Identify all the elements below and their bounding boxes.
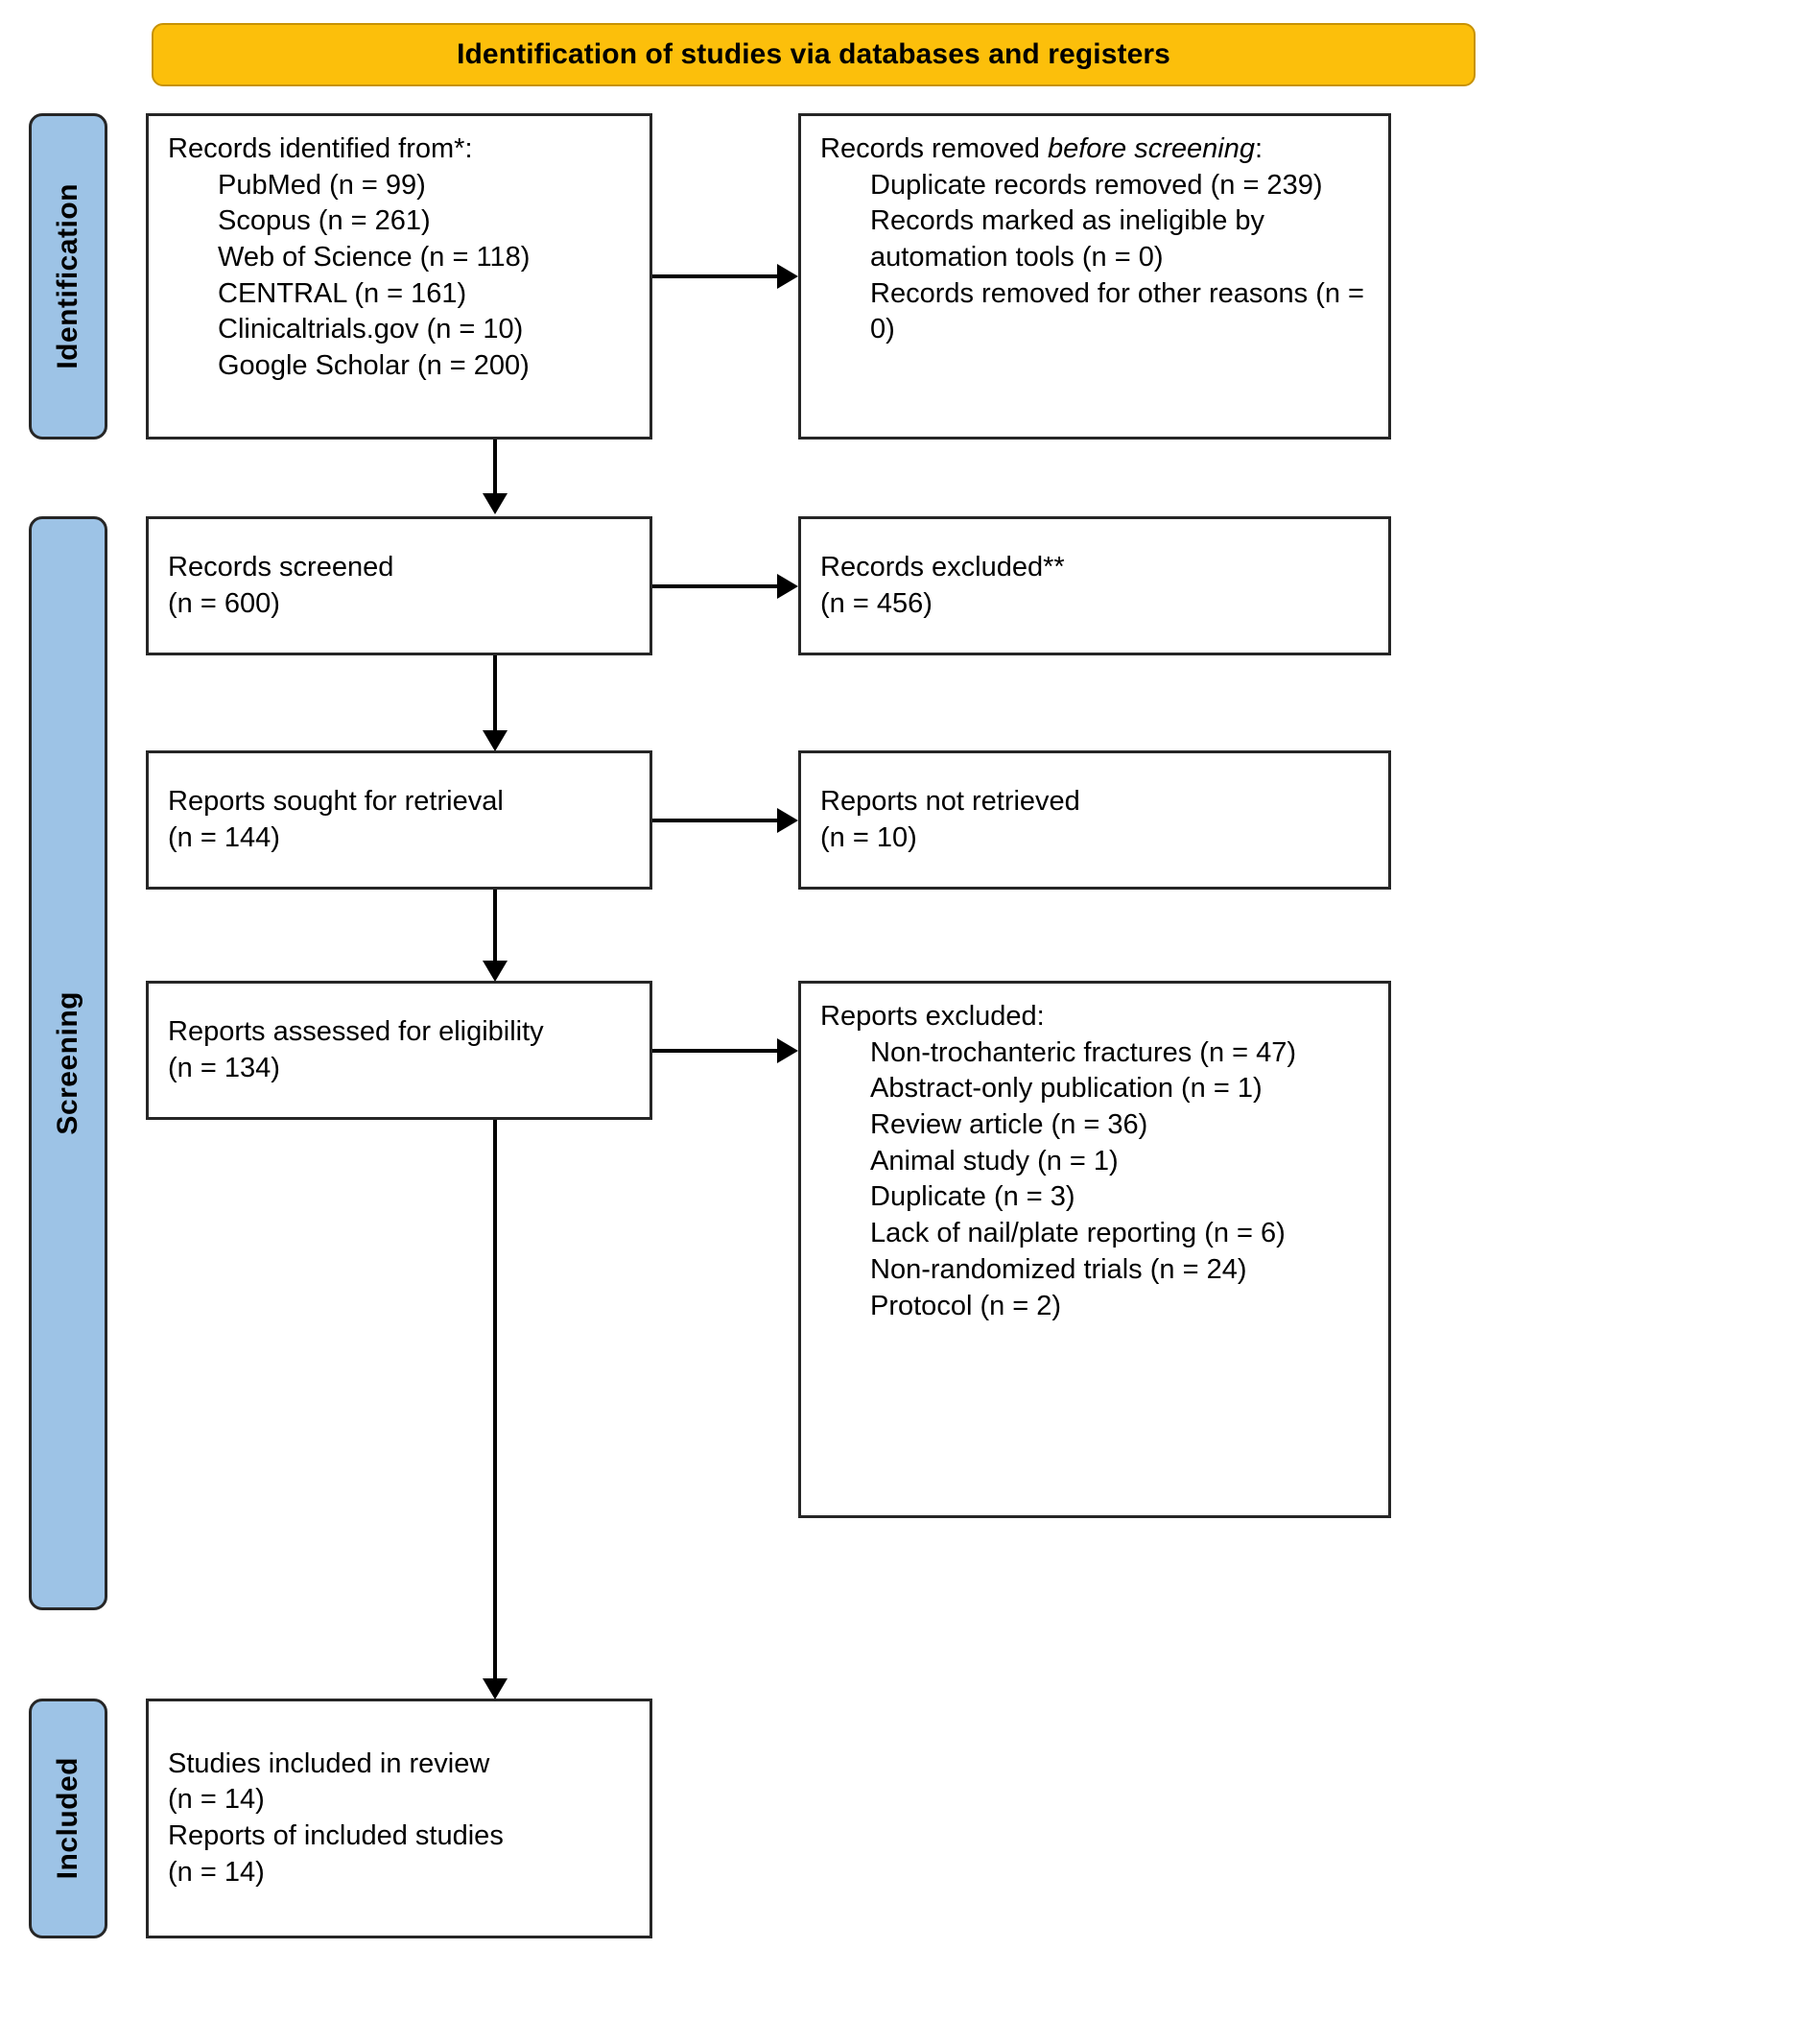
- records-screened-count: (n = 600): [168, 587, 280, 619]
- arrowhead-assessed-to-included: [483, 1678, 508, 1699]
- records-identified-item: Scopus (n = 261): [218, 205, 431, 237]
- arrowhead-screened-to-sought: [483, 730, 508, 751]
- stage-label-screening-text: Screening: [52, 991, 83, 1135]
- studies-included-label: Studies included in review: [168, 1747, 490, 1779]
- stage-label-included-text: Included: [52, 1757, 83, 1880]
- box-records-excluded: Records excluded** (n = 456): [798, 516, 1391, 655]
- reports-excluded-heading: Reports excluded:: [820, 1001, 1045, 1032]
- box-reports-excluded: Reports excluded: Non-trochanteric fract…: [798, 981, 1391, 1518]
- stage-label-screening: Screening: [29, 516, 107, 1610]
- arrowhead-sought-to-not-retrieved: [777, 808, 798, 833]
- box-reports-not-retrieved: Reports not retrieved (n = 10): [798, 750, 1391, 890]
- reports-excluded-item: Review article (n = 36): [870, 1109, 1148, 1141]
- connector-assessed-to-included: [493, 1120, 497, 1678]
- reports-assessed-label: Reports assessed for eligibility: [168, 1015, 544, 1047]
- box-studies-included: Studies included in review (n = 14) Repo…: [146, 1699, 652, 1938]
- reports-excluded-item: Duplicate (n = 3): [870, 1181, 1075, 1213]
- studies-included-count: (n = 14): [168, 1784, 265, 1816]
- records-identified-item: Web of Science (n = 118): [218, 242, 531, 273]
- records-removed-heading-colon: :: [1254, 133, 1264, 164]
- records-screened-label: Records screened: [168, 551, 394, 582]
- records-identified-heading: Records identified from*:: [168, 133, 473, 164]
- connector-sought-to-assessed: [493, 890, 497, 961]
- connector-assessed-to-reports-excluded: [652, 1049, 777, 1053]
- records-excluded-label: Records excluded**: [820, 551, 1065, 582]
- reports-excluded-item: Protocol (n = 2): [870, 1290, 1062, 1321]
- reports-not-retrieved-count: (n = 10): [820, 821, 917, 853]
- records-identified-item: CENTRAL (n = 161): [218, 277, 467, 309]
- arrowhead-assessed-to-reports-excluded: [777, 1038, 798, 1063]
- connector-identified-to-screened: [493, 440, 497, 493]
- reports-excluded-item: Abstract-only publication (n = 1): [870, 1073, 1263, 1105]
- records-removed-heading-italic: before screening: [1047, 133, 1255, 164]
- records-removed-heading-plain: Records removed: [820, 133, 1048, 164]
- connector-screened-to-sought: [493, 655, 497, 730]
- records-removed-item: Records removed for other reasons (n = 0…: [870, 277, 1373, 345]
- reports-sought-label: Reports sought for retrieval: [168, 785, 504, 817]
- arrowhead-identified-to-screened: [483, 493, 508, 514]
- arrowhead-screened-to-excluded: [777, 574, 798, 599]
- box-reports-assessed-for-eligibility: Reports assessed for eligibility (n = 13…: [146, 981, 652, 1120]
- reports-excluded-item: Non-trochanteric fractures (n = 47): [870, 1036, 1297, 1068]
- reports-excluded-item: Non-randomized trials (n = 24): [870, 1253, 1247, 1285]
- arrowhead-identified-to-removed: [777, 264, 798, 289]
- reports-assessed-count: (n = 134): [168, 1052, 280, 1083]
- records-identified-item: PubMed (n = 99): [218, 169, 426, 201]
- diagram-header-banner: Identification of studies via databases …: [152, 23, 1476, 86]
- box-reports-sought-for-retrieval: Reports sought for retrieval (n = 144): [146, 750, 652, 890]
- reports-included-count: (n = 14): [168, 1856, 265, 1888]
- reports-excluded-item: Lack of nail/plate reporting (n = 6): [870, 1218, 1286, 1249]
- reports-sought-count: (n = 144): [168, 821, 280, 853]
- stage-label-identification: Identification: [29, 113, 107, 440]
- stage-label-identification-text: Identification: [52, 183, 83, 369]
- connector-identified-to-removed: [652, 274, 777, 278]
- box-records-identified: Records identified from*: PubMed (n = 99…: [146, 113, 652, 440]
- records-excluded-count: (n = 456): [820, 587, 933, 619]
- stage-label-included: Included: [29, 1699, 107, 1938]
- reports-not-retrieved-label: Reports not retrieved: [820, 785, 1080, 817]
- records-removed-heading: Records removed before screening:: [820, 131, 1369, 168]
- connector-screened-to-excluded: [652, 584, 777, 588]
- banner-title: Identification of studies via databases …: [457, 38, 1170, 70]
- reports-excluded-item: Animal study (n = 1): [870, 1145, 1119, 1176]
- records-identified-item: Google Scholar (n = 200): [218, 350, 530, 382]
- connector-sought-to-not-retrieved: [652, 819, 777, 822]
- records-identified-item: Clinicaltrials.gov (n = 10): [218, 314, 524, 345]
- box-records-screened: Records screened (n = 600): [146, 516, 652, 655]
- reports-included-label: Reports of included studies: [168, 1820, 504, 1851]
- arrowhead-sought-to-assessed: [483, 961, 508, 982]
- records-removed-item: Duplicate records removed (n = 239): [870, 169, 1323, 201]
- records-removed-item: Records marked as ineligible by automati…: [870, 205, 1273, 273]
- box-records-removed-before-screening: Records removed before screening: Duplic…: [798, 113, 1391, 440]
